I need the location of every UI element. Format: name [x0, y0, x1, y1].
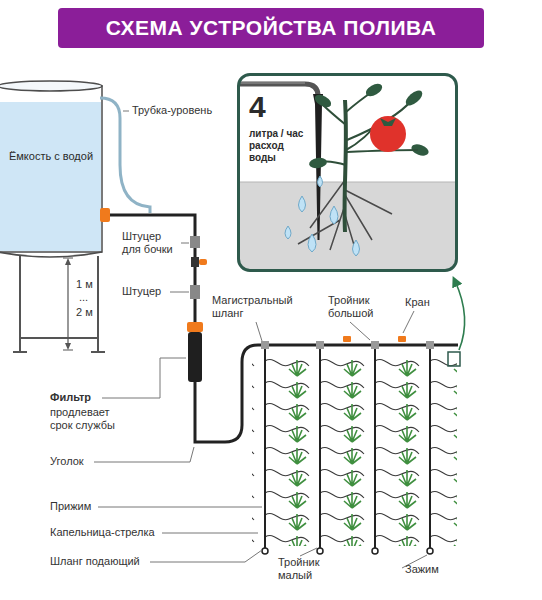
- part-label: Шланг подающий: [50, 555, 140, 568]
- taps: [343, 336, 406, 342]
- detail-arrow: [455, 281, 465, 350]
- leader-line: [102, 358, 186, 398]
- part-label: Капельница-стрелка: [50, 526, 155, 539]
- detail-frame: [448, 352, 460, 366]
- dimension-label: 1 м: [76, 278, 93, 291]
- tank-box: Ёмкость с водой: [4, 150, 98, 163]
- leader-line: [170, 243, 189, 292]
- leaves: [308, 81, 430, 169]
- barrel-fitting: [100, 208, 110, 222]
- part-label: Трубка-уровень: [132, 104, 212, 117]
- tank-rim: [0, 81, 102, 91]
- dimension-label: 2 м: [76, 306, 93, 319]
- soil: [239, 182, 457, 271]
- valve-body: [191, 257, 199, 267]
- tank-bottom: [0, 252, 102, 257]
- feed-hoses: [265, 345, 430, 548]
- leader-line: [123, 111, 129, 112]
- flow-rate-text: литра / час расход воды: [249, 128, 311, 164]
- fitting: [190, 285, 200, 299]
- part-label: Уголок: [50, 455, 84, 468]
- water-tank: [0, 81, 105, 352]
- supply-pipe: [110, 215, 195, 322]
- part-label: Тройник малый: [278, 556, 338, 582]
- part-label: Тройник большой: [328, 294, 390, 320]
- height-dimension: [63, 258, 73, 350]
- tank-label: Ёмкость с водой: [4, 150, 98, 163]
- part-label: Штуцер для бочки: [122, 230, 180, 256]
- filter-body: [188, 332, 202, 382]
- part-label: Фильтр: [50, 391, 91, 404]
- planting-bed: [252, 356, 457, 546]
- filter-cap: [187, 322, 203, 332]
- part-label: Кран: [405, 296, 430, 309]
- valve-handle: [199, 259, 207, 265]
- part-label: Прижим: [50, 500, 91, 513]
- tees: [261, 341, 434, 349]
- tank-body: [0, 86, 102, 252]
- note-label: продлевает срок службы: [50, 406, 130, 432]
- stem: [345, 100, 346, 232]
- inset-art: [239, 75, 457, 271]
- clamps: [262, 548, 433, 554]
- tank-water: [0, 102, 101, 251]
- flow-number: 4: [249, 92, 266, 122]
- tank-stand: [13, 256, 105, 352]
- dimension-label: ...: [79, 291, 88, 304]
- inset-panel: 4 литра / час расход воды: [237, 73, 458, 272]
- fitting: [190, 236, 200, 248]
- title-banner: СХЕМА УСТРОЙСТВА ПОЛИВА: [58, 8, 484, 48]
- part-label: Зажим: [405, 563, 439, 576]
- water-drops: [285, 176, 360, 256]
- part-label: Магистральный шланг: [212, 294, 304, 320]
- tomato: [370, 116, 406, 152]
- title-text: СХЕМА УСТРОЙСТВА ПОЛИВА: [106, 16, 437, 40]
- part-label: Штуцер: [122, 285, 161, 298]
